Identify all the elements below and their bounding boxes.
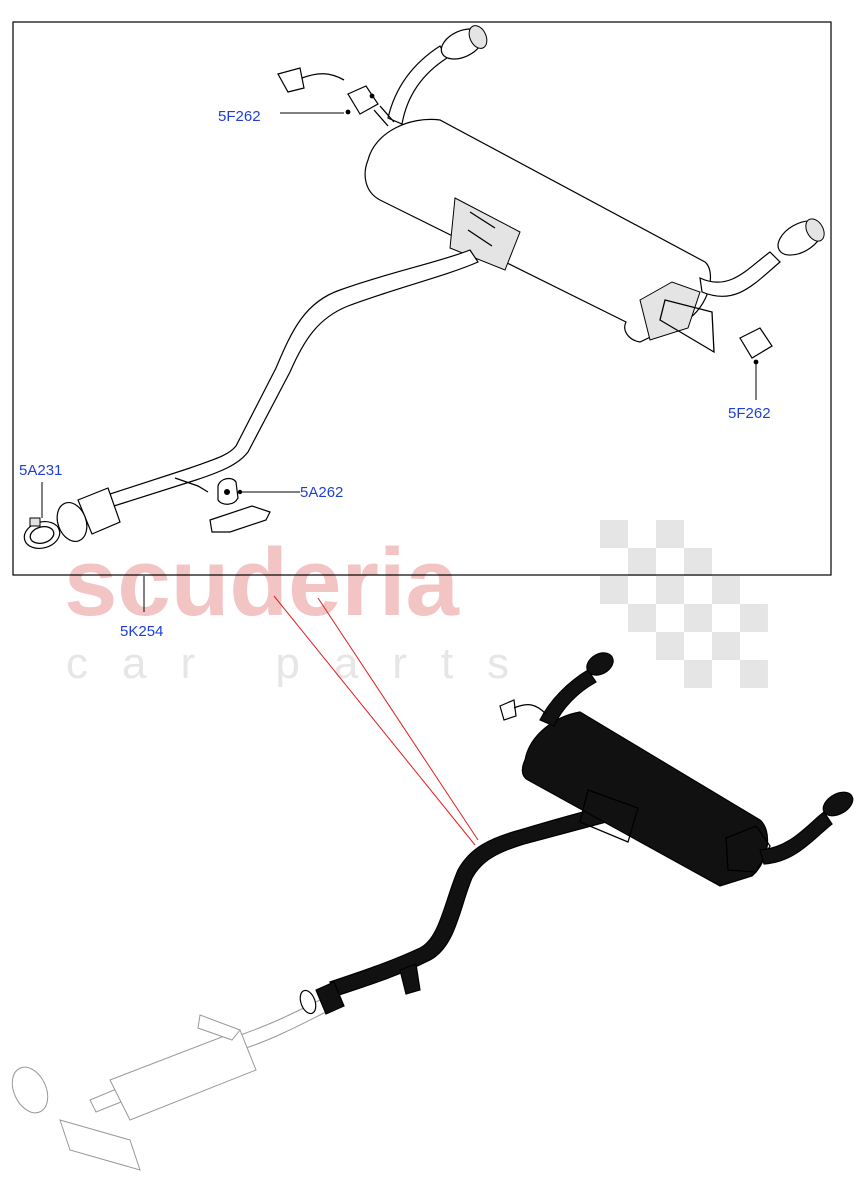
front-bracket-ghost: [59, 1119, 141, 1171]
front-hanger-ghost: [197, 1014, 241, 1041]
rear-exhaust-assembly-detail: [23, 25, 825, 549]
callout-5a231[interactable]: 5A231: [19, 462, 62, 479]
left-tailpipe-tip-highlight: [586, 652, 614, 676]
locator-line-1: [273, 595, 476, 846]
rear-muffler-highlight: [521, 711, 769, 887]
hanger-bracket: [209, 505, 271, 533]
callout-5a262[interactable]: 5A262: [300, 484, 343, 501]
callout-5k254[interactable]: 5K254: [120, 623, 163, 640]
pipe-coupling: [77, 487, 121, 535]
hanger-highlight: [399, 963, 421, 995]
muffler-heat-shield-highlight: [579, 789, 639, 843]
watermark-checker-flag: [600, 520, 768, 688]
watermark-brand: scuderia: [64, 529, 459, 636]
sensor-connector-overview: [499, 699, 517, 721]
sensor-bracket: [277, 67, 305, 93]
heat-shield-detail: [467, 211, 496, 247]
hanger-mount-plate: [659, 299, 715, 354]
hanger-bracket-pin: [174, 477, 209, 493]
sensor-wire: [301, 73, 345, 81]
hanger-rod-upper: [373, 105, 395, 127]
rubber-hanger-front: [217, 477, 243, 505]
pipe-inlet: [56, 502, 88, 542]
callout-5f262-right[interactable]: 5F262: [728, 405, 771, 422]
detail-frame: [12, 21, 832, 576]
exhaust-system-overview: [11, 652, 854, 1171]
muffler-end-cap: [639, 281, 701, 341]
watermark: scuderia car parts: [64, 520, 768, 688]
sensor-wire-overview: [513, 703, 547, 715]
locator-line-2: [317, 597, 479, 841]
callout-5f262-upper[interactable]: 5F262: [218, 108, 261, 125]
exhaust-clamp: [23, 517, 61, 549]
rubber-hanger-upper: [345, 85, 379, 115]
pipe-coupling-highlight: [315, 981, 345, 1015]
catalytic-converter-ghost: [109, 1029, 257, 1121]
intermediate-pipe: [109, 249, 479, 507]
pipe-inlet-highlight: [299, 989, 317, 1015]
right-tailpipe-highlight: [759, 811, 833, 865]
right-tailpipe: [699, 251, 781, 297]
watermark-tagline: car parts: [66, 639, 543, 688]
left-tailpipe-outlet: [468, 25, 488, 49]
intermediate-pipe-highlight: [329, 804, 615, 997]
left-tailpipe: [387, 45, 448, 125]
rubber-hanger-right: [739, 327, 773, 365]
front-flange-ghost: [11, 1066, 49, 1114]
left-tailpipe-highlight: [539, 669, 597, 727]
right-tailpipe-tip-highlight: [822, 791, 854, 817]
right-tailpipe-outlet: [805, 218, 825, 242]
